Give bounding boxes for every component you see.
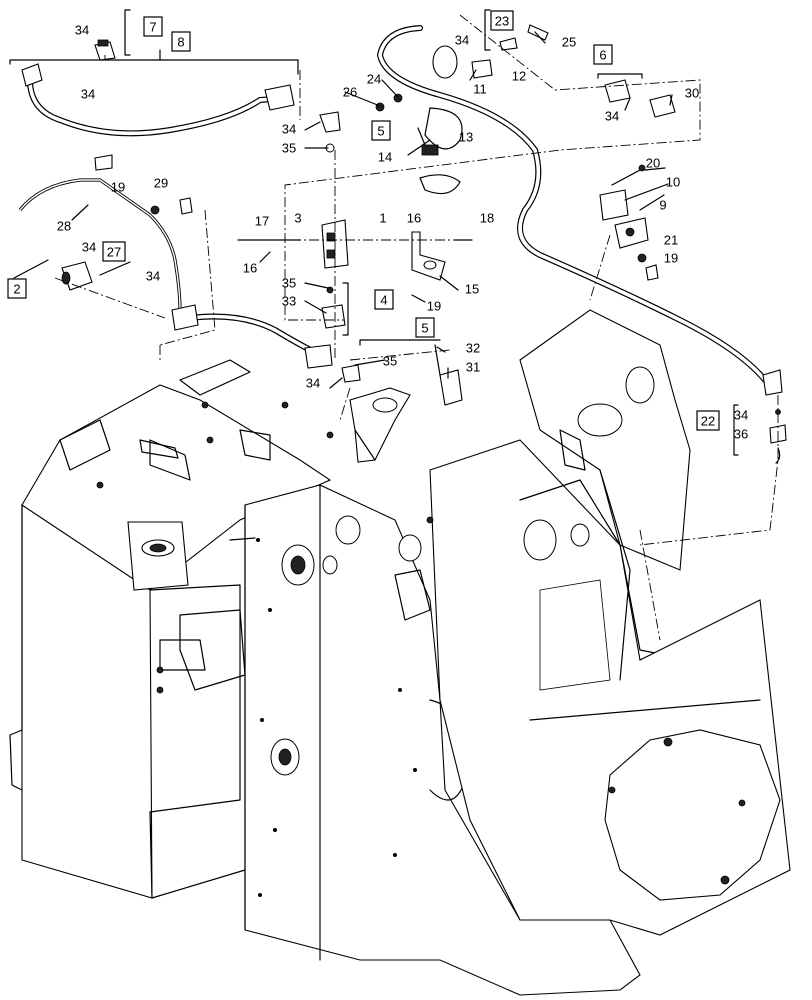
part-number: 25	[562, 35, 576, 50]
part-number: 34	[605, 109, 619, 124]
assembly-box	[696, 410, 720, 431]
assembly-number: 2	[13, 282, 20, 297]
part-number: 32	[466, 341, 480, 356]
part-number: 35	[282, 276, 296, 291]
part-number: 34	[82, 240, 96, 255]
part-number: 1	[379, 211, 386, 226]
assembly-number: 22	[701, 414, 715, 429]
assembly-box	[171, 31, 191, 52]
assembly-number: 27	[107, 245, 121, 260]
part-number: 16	[243, 261, 257, 276]
assembly-box	[593, 44, 613, 65]
assembly-box	[374, 289, 394, 310]
assembly-box	[371, 120, 391, 141]
part-number: 35	[282, 141, 296, 156]
part-number: 26	[343, 85, 357, 100]
part-number: 30	[685, 86, 699, 101]
part-number: 15	[465, 282, 479, 297]
assembly-number: 4	[380, 293, 387, 308]
part-number: 36	[734, 427, 748, 442]
assembly-box	[490, 10, 514, 31]
part-number: 12	[512, 69, 526, 84]
part-number: 34	[282, 122, 296, 137]
part-number: 20	[646, 156, 660, 171]
assembly-number: 5	[377, 124, 384, 139]
assembly-number: 5	[421, 321, 428, 336]
fittings	[21, 24, 787, 464]
part-number: 19	[111, 180, 125, 195]
part-number: 34	[81, 87, 95, 102]
part-number: 10	[666, 175, 680, 190]
part-number: 14	[378, 150, 392, 165]
part-number: 33	[282, 294, 296, 309]
part-number: 31	[466, 360, 480, 375]
part-number: 24	[367, 72, 381, 87]
assembly-box	[7, 278, 27, 299]
part-number: 13	[459, 130, 473, 145]
part-number: 34	[734, 408, 748, 423]
part-number: 34	[455, 33, 469, 48]
part-number: 34	[75, 23, 89, 38]
assembly-number: 23	[495, 14, 509, 29]
part-number: 19	[427, 299, 441, 314]
leader-lines	[9, 9, 779, 641]
hoses	[18, 25, 768, 383]
part-number: 21	[664, 233, 678, 248]
part-number: 16	[407, 211, 421, 226]
loader-frame	[9, 309, 791, 996]
assembly-number: 8	[177, 35, 184, 50]
part-number: 18	[480, 211, 494, 226]
part-number: 19	[664, 251, 678, 266]
part-number: 35	[383, 354, 397, 369]
part-number: 9	[659, 198, 666, 213]
part-number: 34	[306, 376, 320, 391]
assembly-number: 6	[599, 48, 606, 63]
assembly-box	[102, 241, 126, 262]
part-number: 28	[57, 219, 71, 234]
part-number: 34	[146, 269, 160, 284]
part-number: 17	[255, 214, 269, 229]
part-number: 3	[294, 211, 301, 226]
assembly-box	[143, 16, 163, 37]
part-number: 11	[473, 82, 487, 97]
part-number: 29	[154, 176, 168, 191]
assembly-box	[415, 317, 435, 338]
assembly-number: 7	[149, 20, 156, 35]
